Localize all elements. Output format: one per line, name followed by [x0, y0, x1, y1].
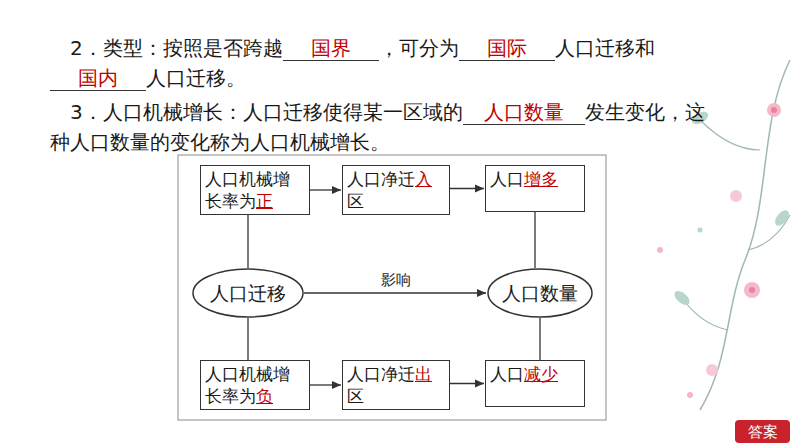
- process-box: 人口净迁入区: [342, 165, 450, 215]
- question-text: 人口迁移。: [146, 66, 246, 90]
- concept-ellipse: 人口数量: [487, 268, 593, 318]
- question-text: 2．类型：按照是否跨越: [70, 36, 283, 60]
- node-label: 人口净迁: [347, 169, 415, 189]
- connector: [247, 318, 248, 360]
- node-label: 人口净迁: [347, 364, 415, 384]
- node-label: 人口机械增长率为: [205, 169, 290, 211]
- connector: [247, 215, 248, 268]
- edge-label: 影响: [379, 271, 413, 290]
- connector: [450, 188, 484, 189]
- node-text: 人口增多: [490, 168, 580, 190]
- connector: [304, 292, 486, 293]
- node-label: 人口: [490, 364, 524, 384]
- text-paragraph: 3．人口机械增长：人口迁移使得某一区域的人口数量发生变化，这种人口数量的变化称为…: [50, 97, 722, 157]
- process-box: 人口机械增长率为正: [200, 165, 310, 215]
- question-text: 3．人口机械增长：人口迁移使得某一区域的: [70, 100, 463, 124]
- text-paragraph: 2．类型：按照是否跨越国界，可分为国际人口迁移和国内人口迁移。: [50, 33, 722, 93]
- answer-blank: 人口数量: [463, 100, 585, 125]
- node-label: 人口数量: [502, 282, 578, 304]
- node-label: 区: [347, 191, 364, 211]
- diagram-frame: [178, 155, 606, 420]
- answer-blank: 国界: [283, 36, 379, 61]
- node-text: 人口迁移: [210, 282, 286, 304]
- answer-text: 正: [256, 191, 273, 211]
- node-text: 人口净迁入区: [347, 168, 445, 212]
- process-box: 人口增多: [485, 165, 585, 212]
- process-box: 人口减少: [485, 360, 585, 407]
- process-box: 人口机械增长率为负: [200, 360, 310, 410]
- answer-text: 出: [415, 364, 432, 384]
- question-text: ，可分为: [379, 36, 459, 60]
- node-text: 答案: [748, 421, 778, 443]
- answer-text: 减少: [524, 364, 558, 384]
- node-label: 答案: [748, 423, 778, 441]
- connector: [310, 189, 341, 190]
- answer-blank: 国际: [459, 36, 555, 61]
- answer-text: 增多: [524, 169, 558, 189]
- process-box: 人口净迁出区: [342, 360, 450, 410]
- connector: [539, 318, 540, 360]
- node-label: 人口机械增长率为: [205, 364, 290, 406]
- node-label: 人口: [490, 169, 524, 189]
- node-text: 人口净迁出区: [347, 363, 445, 407]
- answer-blank: 国内: [50, 66, 146, 91]
- connector: [534, 212, 535, 268]
- answer-text: 入: [415, 169, 432, 189]
- concept-ellipse: 人口迁移: [192, 268, 304, 318]
- node-label: 区: [347, 386, 364, 406]
- node-text: 人口数量: [502, 282, 578, 304]
- node-label: 人口迁移: [210, 282, 286, 304]
- question-text: 人口迁移和: [555, 36, 655, 60]
- node-text: 人口机械增长率为正: [205, 168, 305, 212]
- connector: [310, 384, 341, 385]
- node-text: 人口减少: [490, 363, 580, 385]
- answer-text: 负: [256, 386, 273, 406]
- answer-button: 答案: [735, 420, 790, 443]
- node-text: 人口机械增长率为负: [205, 363, 305, 407]
- connector: [450, 383, 484, 384]
